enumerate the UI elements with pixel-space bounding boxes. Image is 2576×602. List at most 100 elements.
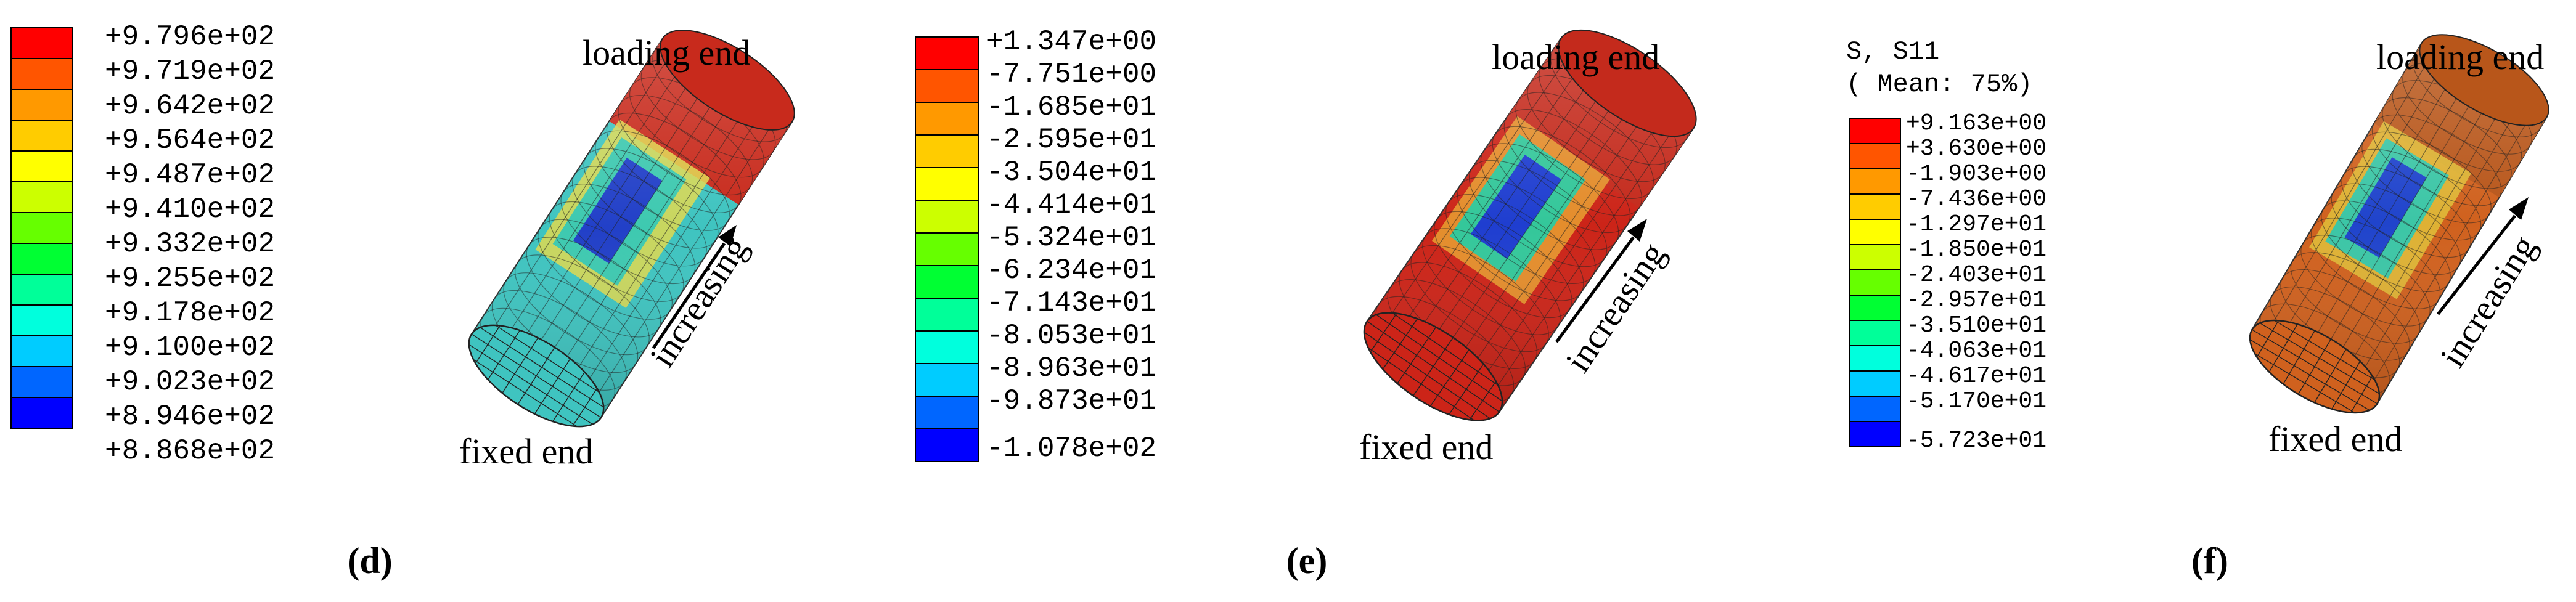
increasing-arrow-e (1555, 219, 1647, 343)
legend-f-value-12: -5.723e+01 (1906, 428, 2046, 454)
legend-f-value-1: +3.630e+00 (1906, 136, 2046, 162)
mesh-ring (560, 184, 696, 285)
legend-d-value-5: +9.410e+02 (105, 193, 275, 226)
mesh-ring (2341, 166, 2471, 258)
loading-end-label-d: loading end (583, 33, 750, 73)
cylinder-fixed-face (468, 324, 605, 428)
mesh-ring (1515, 92, 1654, 199)
caption-e: (e) (1286, 540, 1328, 581)
mesh-ring (595, 130, 730, 231)
mesh-ring (572, 166, 707, 267)
colorbar-swatch-1-6 (915, 232, 979, 266)
legend-f-value-5: -1.850e+01 (1906, 237, 2046, 263)
mesh-ring (1492, 126, 1631, 234)
cylinder-loading-cap (1558, 29, 1697, 137)
colorbar-swatch-1-1 (915, 69, 979, 103)
mesh-ring (526, 237, 661, 338)
mesh-ring (538, 219, 673, 320)
legend-f-values: +9.163e+00 +3.630e+00 -1.903e+00 -7.436e… (1906, 110, 2046, 454)
legend-e-values: +1.347e+00 -7.751e+00 -1.685e+01 -2.595e… (986, 26, 1156, 465)
mesh-ring (618, 95, 753, 196)
caption-f-letter: f (2204, 540, 2217, 581)
mesh-ring (549, 201, 684, 302)
legend-e-value-8: -7.143e+01 (986, 287, 1156, 319)
legend-e-value-9: -8.053e+01 (986, 320, 1156, 352)
colorbar-swatch-0-3 (10, 120, 73, 152)
colorbar-swatch-1-12 (915, 428, 979, 462)
colorbar-swatch-1-3 (915, 134, 979, 168)
mesh-line (484, 46, 676, 343)
mesh-ring (2290, 252, 2421, 344)
colorbar-swatch-1-2 (915, 102, 979, 136)
mesh-line (549, 88, 741, 384)
colorbar-swatch-2-5 (1849, 244, 1901, 270)
legend-d-value-3: +9.564e+02 (105, 124, 275, 157)
legend-d-value-10: +9.023e+02 (105, 366, 275, 398)
cylinder-loading-cap (660, 30, 795, 131)
legend-e-value-5: -4.414e+01 (986, 189, 1156, 221)
colorbar-swatch-0-10 (10, 335, 73, 367)
colorbar-swatch-1-4 (915, 167, 979, 201)
mesh-line (1445, 92, 1641, 376)
mesh-line (1420, 73, 1615, 358)
colorbar-swatch-2-7 (1849, 295, 1901, 321)
colorbar-swatch-0-11 (10, 366, 73, 398)
mesh-ring (2351, 148, 2482, 241)
legend-e-value-12: -1.078e+02 (986, 433, 1156, 465)
legend-d-value-6: +9.332e+02 (105, 228, 275, 260)
mesh-ring (2361, 131, 2492, 224)
colorbar-swatch-1-5 (915, 200, 979, 234)
mesh-line (536, 79, 728, 376)
mesh-ring (1422, 228, 1561, 335)
legend-d-swatches (10, 27, 73, 429)
legend-f-value-10: -4.617e+01 (1906, 363, 2046, 389)
mesh-ring (1468, 160, 1608, 267)
legend-f-subtitle: ( Mean: 75%) (1846, 70, 2032, 99)
colorbar-swatch-2-9 (1849, 345, 1901, 372)
colorbar-swatch-0-4 (10, 150, 73, 182)
legend-d-value-9: +9.100e+02 (105, 332, 275, 364)
increasing-arrow-d (652, 225, 737, 349)
mesh-ring (2321, 200, 2451, 292)
caption-f: (f) (2191, 540, 2228, 581)
colorbar-swatch-2-3 (1849, 193, 1901, 220)
colorbar-swatch-0-5 (10, 181, 73, 213)
legend-e-value-11: -9.873e+01 (986, 385, 1156, 417)
mesh-ring (2382, 97, 2512, 189)
colorbar-swatch-1-0 (915, 36, 979, 70)
legend-e: +1.347e+00 -7.751e+00 -1.685e+01 -2.595e… (915, 26, 1156, 465)
legend-f: S, S11 ( Mean: 75%) +9.163e+00 +3.630e+0… (1846, 37, 2046, 454)
fixed-end-label-e: fixed end (1359, 427, 1493, 467)
colorbar-swatch-2-4 (1849, 219, 1901, 245)
colorbar-swatch-1-7 (915, 265, 979, 299)
legend-f-value-3: -7.436e+00 (1906, 186, 2046, 213)
legend-e-value-0: +1.347e+00 (986, 26, 1156, 58)
mesh-line (1433, 83, 1628, 367)
mesh-line (587, 113, 780, 410)
legend-f-swatches (1849, 118, 1901, 447)
colorbar-swatch-2-6 (1849, 269, 1901, 296)
legend-d-value-11: +8.946e+02 (105, 401, 275, 433)
colorbar-swatch-2-1 (1849, 143, 1901, 169)
colorbar-swatch-0-8 (10, 274, 73, 306)
loading-end-label-e: loading end (1492, 37, 1659, 77)
mesh-line (1393, 55, 1589, 340)
mesh-ring (1445, 194, 1584, 301)
cylinder-fixed-face (2249, 319, 2381, 414)
mesh-line (2314, 79, 2485, 367)
legend-e-value-4: -3.504e+01 (986, 157, 1156, 189)
colorbar-swatch-2-0 (1849, 118, 1901, 144)
mesh-line (1406, 65, 1601, 349)
colorbar-swatch-0-7 (10, 243, 73, 275)
colorbar-swatch-1-8 (915, 298, 979, 332)
colorbar-swatch-0-1 (10, 58, 73, 90)
legend-e-value-3: -2.595e+01 (986, 124, 1156, 156)
legend-d-value-4: +9.487e+02 (105, 159, 275, 191)
colorbar-swatch-0-12 (10, 397, 73, 429)
mesh-line (1486, 119, 1681, 404)
mesh-ring (1503, 109, 1643, 216)
legend-e-value-1: -7.751e+00 (986, 59, 1156, 91)
legend-f-value-4: -1.297e+01 (1906, 211, 2046, 238)
panel-d: +9.796e+02 +9.719e+02 +9.642e+02 +9.564e… (10, 21, 795, 581)
mesh-line (1459, 101, 1654, 385)
